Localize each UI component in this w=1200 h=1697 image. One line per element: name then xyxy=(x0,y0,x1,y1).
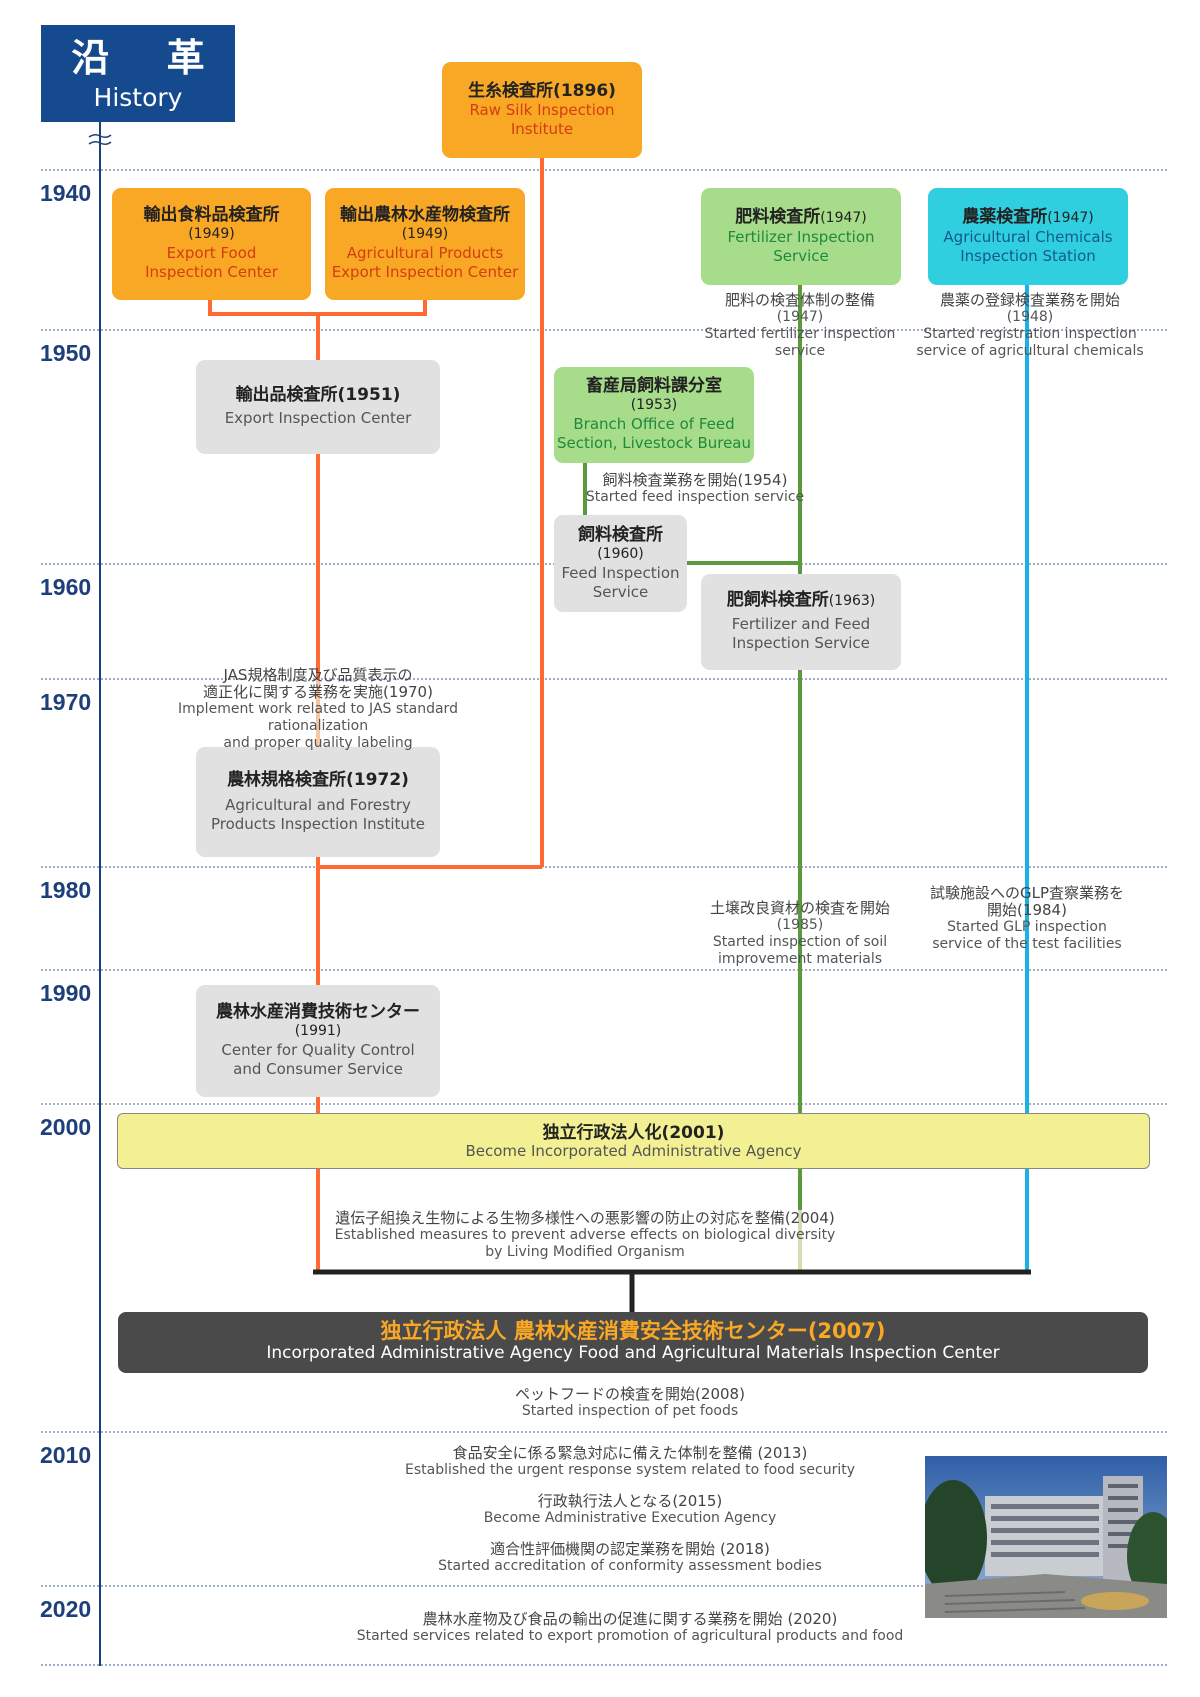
history-header: 沿 革 History xyxy=(41,25,235,122)
box-feed-branch-en1: Branch Office of Feed xyxy=(554,415,754,434)
box-fert-feed: 肥飼料検査所(1963) Fertilizer and Feed Inspect… xyxy=(701,574,901,670)
merge-export-line xyxy=(210,300,425,314)
box-agchem-en1: Agricultural Chemicals xyxy=(928,228,1128,247)
history-title-en: History xyxy=(41,83,235,113)
box-cqcs-en2: and Consumer Service xyxy=(196,1060,440,1079)
box-feed-branch: 畜産局飼料課分室 (1953) Branch Office of Feed Se… xyxy=(554,367,754,463)
year-1990: 1990 xyxy=(40,980,91,1007)
box-agchem-jp: 農薬検査所(1947) xyxy=(928,208,1128,228)
box-agri-forest-en2: Products Inspection Institute xyxy=(196,815,440,834)
box-fertilizer-en1: Fertilizer Inspection xyxy=(701,228,901,247)
box-fertilizer-en2: Service xyxy=(701,247,901,266)
agency-jp: 独立行政法人化(2001) xyxy=(118,1124,1149,1142)
agency-bar: 独立行政法人化(2001) Become Incorporated Admini… xyxy=(117,1113,1150,1169)
note-agchem-reg: 農薬の登録検査業務を開始 (1948) Started registration… xyxy=(905,292,1155,360)
year-2010: 2010 xyxy=(40,1442,91,1469)
box-fert-feed-en2: Inspection Service xyxy=(701,634,901,653)
famic-bar: 独立行政法人 農林水産消費安全技術センター(2007) Incorporated… xyxy=(118,1312,1148,1373)
note-pet: ペットフードの検査を開始(2008) Started inspection of… xyxy=(430,1386,830,1420)
box-feed-insp-jp: 飼料検査所 xyxy=(554,526,687,545)
box-export-insp: 輸出品検査所(1951) Export Inspection Center xyxy=(196,360,440,454)
box-agri-forest: 農林規格検査所(1972) Agricultural and Forestry … xyxy=(196,747,440,857)
box-feed-branch-jp: 畜産局飼料課分室 xyxy=(554,377,754,396)
box-export-food-jp: 輸出食料品検査所 xyxy=(112,206,311,225)
box-export-insp-en1: Export Inspection Center xyxy=(196,409,440,428)
box-feed-insp-en2: Service xyxy=(554,583,687,602)
year-1970: 1970 xyxy=(40,689,91,716)
agency-en: Become Incorporated Administrative Agenc… xyxy=(118,1142,1149,1160)
box-export-food-en2: Inspection Center xyxy=(112,263,311,282)
box-export-agri-en2: Export Inspection Center xyxy=(325,263,525,282)
box-export-food-en1: Export Food xyxy=(112,244,311,263)
note-export2020: 農林水産物及び食品の輸出の促進に関する業務を開始 (2020) Started … xyxy=(330,1611,930,1645)
box-raw-silk-en1: Raw Silk Inspection xyxy=(442,101,642,120)
building-photo xyxy=(925,1456,1167,1618)
year-1980: 1980 xyxy=(40,877,91,904)
box-export-food: 輸出食料品検査所 (1949) Export Food Inspection C… xyxy=(112,188,311,300)
box-agchem: 農薬検査所(1947) Agricultural Chemicals Inspe… xyxy=(928,188,1128,285)
box-raw-silk: 生糸検査所(1896) Raw Silk Inspection Institut… xyxy=(442,62,642,158)
box-raw-silk-en2: Institute xyxy=(442,120,642,139)
box-fertilizer-jp: 肥料検査所(1947) xyxy=(701,208,901,228)
box-feed-insp-en1: Feed Inspection xyxy=(554,564,687,583)
note-feed-start: 飼料検査業務を開始(1954) Started feed inspection … xyxy=(585,472,805,506)
box-feed-insp: 飼料検査所 (1960) Feed Inspection Service xyxy=(554,515,687,612)
building-illustration xyxy=(925,1456,1167,1618)
note-exec: 行政執行法人となる(2015) Become Administrative Ex… xyxy=(430,1493,830,1527)
note-glp: 試験施設へのGLP査察業務を 開始(1984) Started GLP insp… xyxy=(912,885,1142,953)
box-export-insp-jp: 輸出品検査所(1951) xyxy=(196,386,440,405)
box-agri-forest-en1: Agricultural and Forestry xyxy=(196,796,440,815)
box-fert-feed-jp: 肥飼料検査所(1963) xyxy=(701,591,901,611)
box-cqcs-en1: Center for Quality Control xyxy=(196,1041,440,1060)
box-agchem-en2: Inspection Station xyxy=(928,247,1128,266)
famic-en: Incorporated Administrative Agency Food … xyxy=(118,1343,1148,1364)
box-export-agri-en1: Agricultural Products xyxy=(325,244,525,263)
box-cqcs-jp: 農林水産消費技術センター xyxy=(196,1003,440,1022)
note-soil: 土壌改良資材の検査を開始 (1985) Started inspection o… xyxy=(690,900,910,968)
note-urgent: 食品安全に係る緊急対応に備えた体制を整備 (2013) Established … xyxy=(380,1445,880,1479)
box-agri-forest-jp: 農林規格検査所(1972) xyxy=(196,771,440,790)
year-2020: 2020 xyxy=(40,1596,91,1623)
year-1940: 1940 xyxy=(40,180,91,207)
year-1960: 1960 xyxy=(40,574,91,601)
box-feed-insp-year: (1960) xyxy=(554,545,687,564)
box-export-agri: 輸出農林水産物検査所 (1949) Agricultural Products … xyxy=(325,188,525,300)
famic-jp: 独立行政法人 農林水産消費安全技術センター(2007) xyxy=(118,1319,1148,1343)
box-feed-branch-year: (1953) xyxy=(554,396,754,415)
note-accred: 適合性評価機関の認定業務を開始 (2018) Started accredita… xyxy=(400,1541,860,1575)
note-fert-system: 肥料の検査体制の整備 (1947) Started fertilizer ins… xyxy=(680,292,920,360)
box-raw-silk-jp: 生糸検査所(1896) xyxy=(442,82,642,101)
box-fertilizer: 肥料検査所(1947) Fertilizer Inspection Servic… xyxy=(701,188,901,285)
note-lmo: 遺伝子組換え生物による生物多様性への悪影響の防止の対応を整備(2004) Est… xyxy=(300,1210,870,1261)
year-2000: 2000 xyxy=(40,1114,91,1141)
box-fert-feed-en1: Fertilizer and Feed xyxy=(701,615,901,634)
box-cqcs-year: (1991) xyxy=(196,1022,440,1041)
box-export-food-year: (1949) xyxy=(112,225,311,244)
history-title-jp: 沿 革 xyxy=(41,37,235,79)
year-1950: 1950 xyxy=(40,340,91,367)
box-export-agri-year: (1949) xyxy=(325,225,525,244)
note-jas: JAS規格制度及び品質表示の 適正化に関する業務を実施(1970) Implem… xyxy=(128,667,508,752)
box-cqcs: 農林水産消費技術センター (1991) Center for Quality C… xyxy=(196,985,440,1097)
box-feed-branch-en2: Section, Livestock Bureau xyxy=(554,434,754,453)
box-export-agri-jp: 輸出農林水産物検査所 xyxy=(325,206,525,225)
